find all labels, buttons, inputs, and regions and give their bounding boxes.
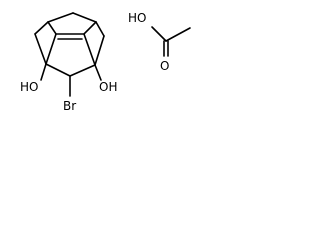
bond-bottom-left [45, 63, 71, 77]
bridge-lower-left [45, 33, 57, 65]
bond-hydroxyl [151, 26, 167, 42]
bond-left-top [34, 21, 49, 35]
atom-label-bromine: Br [63, 99, 76, 113]
bicyclic-bromo-diol: HO OH Br [20, 12, 117, 113]
bond-to-oh-right [94, 64, 102, 81]
atom-label-oh-left: HO [20, 80, 38, 94]
bond-bottom-right [69, 64, 96, 77]
bond-left-wall [34, 33, 47, 65]
acetic-acid: HO O [128, 11, 191, 73]
bond-top-right [72, 12, 97, 23]
atom-label-hydroxyl: HO [128, 11, 146, 25]
bond-right-top [95, 21, 105, 37]
bridge-lower-right [83, 33, 96, 66]
bridge-upper [47, 21, 97, 35]
atom-label-oh-right: OH [99, 80, 117, 94]
structure-diagram: HO OH Br HO O [20, 11, 191, 113]
bond-to-oh-left [40, 63, 47, 81]
bond-right-wall [94, 35, 105, 66]
bond-top-left-right [47, 12, 74, 23]
bond-to-methyl [165, 27, 191, 42]
atom-label-carbonyl-o: O [160, 59, 169, 73]
